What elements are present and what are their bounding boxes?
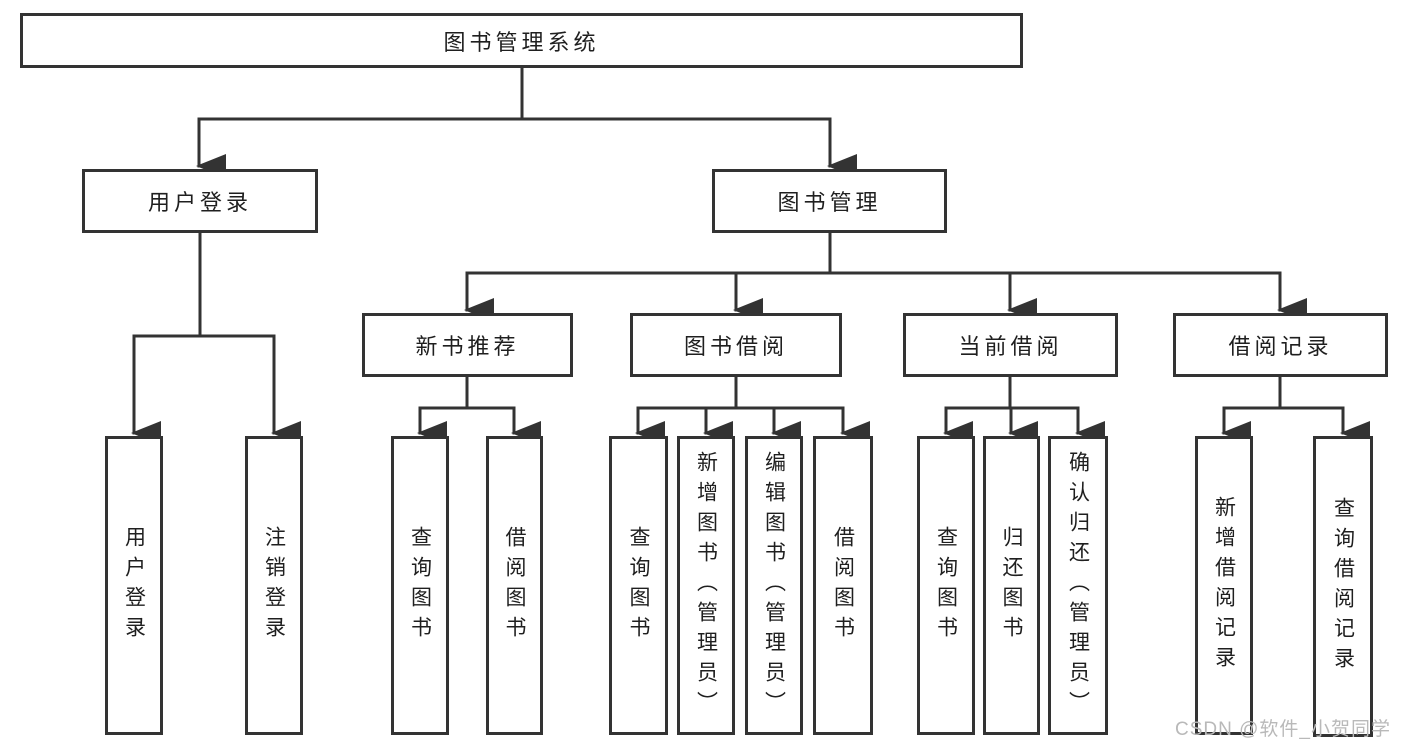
node-borrow-records: 借阅记录 — [1173, 313, 1388, 377]
node-leaf-edit-book-admin: 编辑图书（管理员） — [745, 436, 803, 735]
node-leaf-user-login: 用户登录 — [105, 436, 163, 735]
node-leaf-return-books: 归还图书 — [983, 436, 1040, 735]
node-leaf-recommend-query-books: 查询图书 — [391, 436, 449, 735]
node-new-book-recommend: 新书推荐 — [362, 313, 573, 377]
node-book-management: 图书管理 — [712, 169, 947, 233]
node-current-borrowing: 当前借阅 — [903, 313, 1118, 377]
node-library-management-system: 图书管理系统 — [20, 13, 1023, 68]
node-leaf-add-book-admin: 新增图书（管理员） — [677, 436, 735, 735]
node-leaf-borrowing-borrow-books: 借阅图书 — [813, 436, 873, 735]
node-leaf-query-borrow-record: 查询借阅记录 — [1313, 436, 1373, 737]
node-leaf-current-query-books: 查询图书 — [917, 436, 975, 735]
node-leaf-logout: 注销登录 — [245, 436, 303, 735]
node-book-borrowing: 图书借阅 — [630, 313, 842, 377]
node-leaf-add-borrow-record: 新增借阅记录 — [1195, 436, 1253, 735]
node-user-login: 用户登录 — [82, 169, 318, 233]
node-leaf-recommend-borrow-books: 借阅图书 — [486, 436, 543, 735]
node-leaf-confirm-return-admin: 确认归还（管理员） — [1048, 436, 1108, 735]
node-leaf-borrowing-query-books: 查询图书 — [609, 436, 668, 735]
